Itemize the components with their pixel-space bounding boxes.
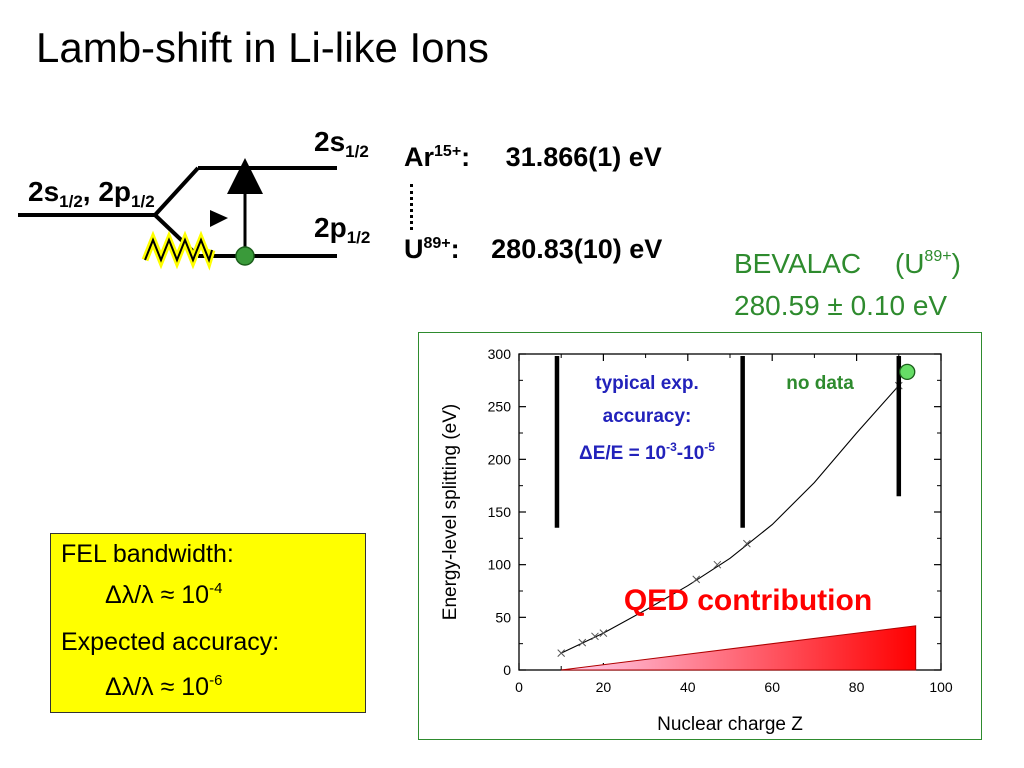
ion-marker bbox=[235, 246, 255, 266]
typical-accuracy-line3: ΔE/E = 10-3-10-5 bbox=[579, 440, 715, 464]
splitting-chart: 0 20 40 60 80 100 0 50 100 150 200 250 300 typical e… bbox=[440, 346, 953, 735]
data-point bbox=[692, 575, 701, 584]
data-point bbox=[713, 560, 722, 569]
data-point-stroke bbox=[591, 632, 599, 641]
ar-measurement: Ar15+: 31.866(1) eV bbox=[404, 142, 662, 172]
expected-accuracy-value: Δλ/λ ≈ 10-6 bbox=[105, 672, 223, 701]
fel-info-box: FEL bandwidth: Δλ/λ ≈ 10-4 Expected accu… bbox=[50, 533, 366, 713]
x-tick-label: 80 bbox=[849, 679, 865, 695]
x-axis-label: Nuclear charge Z bbox=[657, 714, 803, 735]
data-point-stroke bbox=[557, 649, 566, 658]
y-tick-label: 250 bbox=[488, 399, 512, 415]
data-point-stroke bbox=[692, 575, 701, 584]
y-axis-label: Energy-level splitting (eV) bbox=[440, 404, 461, 620]
chart-frame bbox=[418, 332, 982, 740]
photon-arrowhead bbox=[210, 210, 228, 227]
x-tick-label: 40 bbox=[680, 679, 696, 695]
data-point bbox=[578, 638, 587, 647]
chart-axes: 0 20 40 60 80 100 0 50 100 150 200 250 300 bbox=[488, 346, 953, 695]
data-point bbox=[599, 629, 608, 637]
x-tick-label: 20 bbox=[596, 679, 612, 695]
dotted-connector bbox=[410, 184, 413, 230]
typical-accuracy-line2: accuracy: bbox=[603, 406, 692, 427]
y-tick-label: 150 bbox=[488, 504, 512, 520]
data-point-stroke bbox=[578, 638, 587, 647]
y-tick-label: 200 bbox=[488, 451, 512, 467]
no-data-label: no data bbox=[786, 373, 854, 394]
upper-level-label: 2s1/2 bbox=[314, 126, 369, 161]
data-point-stroke bbox=[599, 629, 608, 637]
data-point bbox=[743, 539, 751, 548]
x-tick-label: 60 bbox=[764, 679, 780, 695]
degenerate-level-label: 2s1/2, 2p1/2 bbox=[28, 176, 155, 211]
x-tick-label: 100 bbox=[929, 679, 953, 695]
x-tick-label: 0 bbox=[515, 679, 523, 695]
y-tick-label: 100 bbox=[488, 557, 512, 573]
fel-bandwidth-label: FEL bandwidth: bbox=[61, 540, 234, 568]
y-tick-label: 300 bbox=[488, 346, 512, 362]
typical-accuracy-line1: typical exp. bbox=[595, 373, 699, 394]
theory-curve-group bbox=[560, 385, 900, 654]
bevalac-result: BEVALAC (U89+) 280.59 ± 0.10 eV bbox=[734, 248, 961, 321]
photon-wave bbox=[144, 237, 213, 264]
data-point bbox=[591, 632, 599, 641]
qed-wedge bbox=[561, 625, 917, 671]
theory-curve bbox=[560, 385, 900, 654]
split-up-line bbox=[153, 166, 200, 217]
u89-highlight-point bbox=[899, 363, 916, 381]
expected-accuracy-label: Expected accuracy: bbox=[61, 628, 280, 656]
accuracy-bars-group bbox=[554, 356, 902, 528]
data-point bbox=[557, 649, 566, 658]
data-point-stroke bbox=[743, 539, 751, 548]
highlight-point-group bbox=[899, 363, 916, 381]
y-tick-label: 50 bbox=[495, 609, 511, 625]
energy-level-diagram bbox=[18, 158, 337, 271]
plot-area-border bbox=[518, 353, 942, 671]
fel-bandwidth-value: Δλ/λ ≈ 10-4 bbox=[105, 580, 223, 609]
y-tick-label: 0 bbox=[503, 662, 511, 678]
qed-wedge-group bbox=[561, 625, 917, 671]
u-measurement: U89+: 280.83(10) eV bbox=[404, 234, 663, 264]
slide-title: Lamb-shift in Li-like Ions bbox=[36, 24, 489, 71]
data-point-stroke bbox=[713, 560, 722, 569]
qed-contribution-label: QED contribution bbox=[624, 584, 872, 617]
lower-level-label: 2p1/2 bbox=[314, 212, 371, 247]
